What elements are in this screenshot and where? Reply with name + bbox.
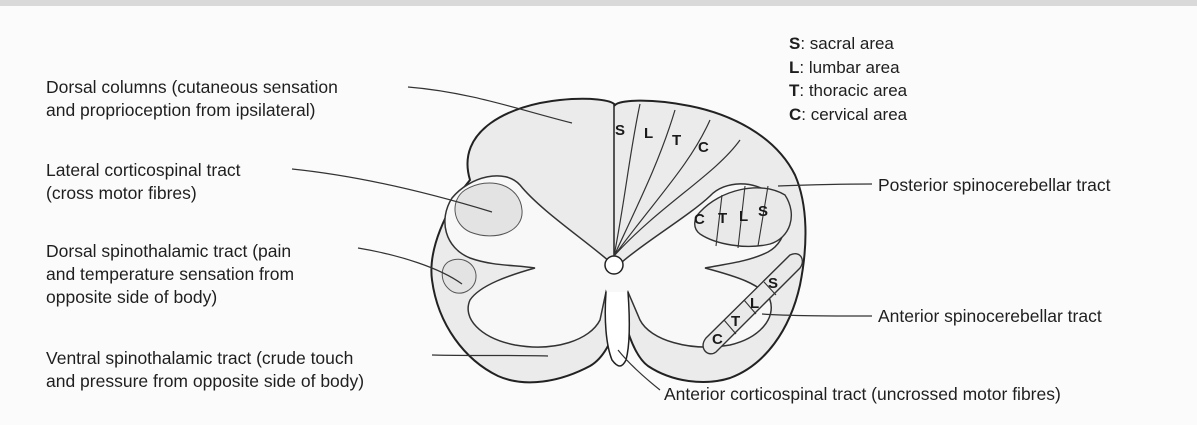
label-line: Dorsal columns (cutaneous sensation (46, 76, 338, 99)
segment-letter: S (615, 122, 625, 139)
central-canal (605, 256, 623, 274)
legend-key: C (789, 105, 801, 124)
label-line: Ventral spinothalamic tract (crude touch (46, 347, 364, 370)
segment-letter: T (731, 313, 740, 330)
anterior-median-fissure (605, 292, 629, 366)
segment-letter: C (694, 211, 705, 228)
segment-letter: C (698, 139, 709, 156)
label-line: Lateral corticospinal tract (46, 159, 241, 182)
label-anterior-spinocerebellar: Anterior spinocerebellar tract (878, 305, 1102, 328)
label-line: opposite side of body) (46, 286, 294, 309)
legend: S: sacral area L: lumbar area T: thoraci… (789, 32, 907, 126)
segment-letter: L (750, 295, 759, 312)
legend-text: : sacral area (800, 34, 894, 53)
label-dorsal-spinothalamic: Dorsal spinothalamic tract (pain and tem… (46, 240, 294, 309)
legend-item: L: lumbar area (789, 56, 907, 80)
segment-letter: S (768, 275, 778, 292)
label-line: and proprioception from ipsilateral) (46, 99, 338, 122)
legend-item: S: sacral area (789, 32, 907, 56)
legend-key: T (789, 81, 799, 100)
label-line: Dorsal spinothalamic tract (pain (46, 240, 294, 263)
label-posterior-spinocerebellar: Posterior spinocerebellar tract (878, 174, 1110, 197)
legend-item: C: cervical area (789, 103, 907, 127)
legend-item: T: thoracic area (789, 79, 907, 103)
legend-text: : cervical area (801, 105, 907, 124)
legend-key: L (789, 58, 799, 77)
label-lateral-corticospinal: Lateral corticospinal tract (cross motor… (46, 159, 241, 205)
label-line: and pressure from opposite side of body) (46, 370, 364, 393)
legend-text: : thoracic area (799, 81, 907, 100)
label-ventral-spinothalamic: Ventral spinothalamic tract (crude touch… (46, 347, 364, 393)
segment-letter: L (739, 208, 748, 225)
leader-ventral-spinothalamic (432, 355, 548, 356)
legend-key: S (789, 34, 800, 53)
segment-letter: L (644, 125, 653, 142)
label-anterior-corticospinal: Anterior corticospinal tract (uncrossed … (664, 383, 1061, 406)
lateral-corticospinal-area (455, 183, 522, 236)
segment-letter: T (672, 132, 681, 149)
segment-letter: S (758, 203, 768, 220)
dorsal-spinothalamic-area (442, 259, 476, 293)
segment-letter: C (712, 331, 723, 348)
label-line: and temperature sensation from (46, 263, 294, 286)
legend-text: : lumbar area (799, 58, 899, 77)
segment-letter: T (718, 210, 727, 227)
label-line: (cross motor fibres) (46, 182, 241, 205)
label-dorsal-columns: Dorsal columns (cutaneous sensation and … (46, 76, 338, 122)
